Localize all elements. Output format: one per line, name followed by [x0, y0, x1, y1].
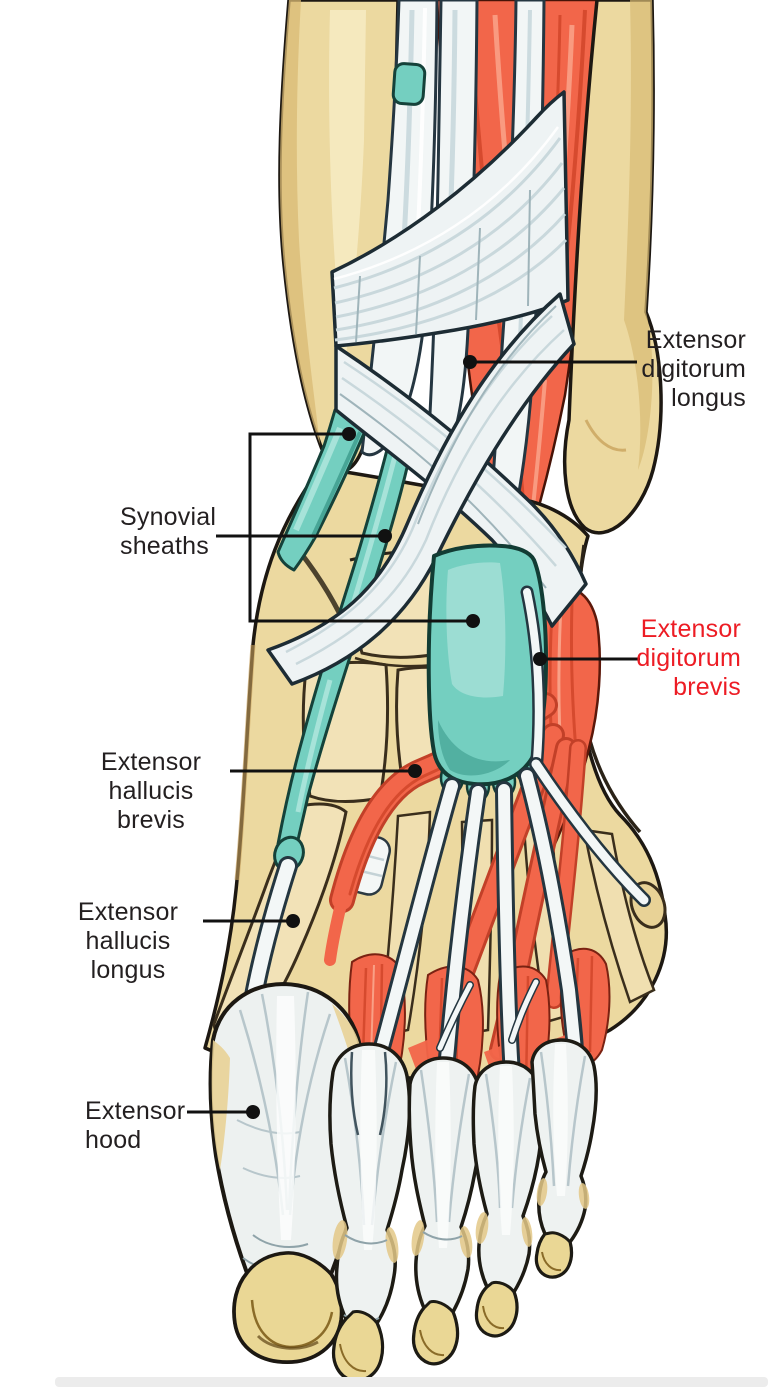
- label-extensor-hood: Extensor hood: [85, 1097, 185, 1155]
- bottom-edge-strip: [55, 1377, 768, 1387]
- fourth-toe: [471, 1060, 544, 1338]
- label-extensor-hallucis-brevis: Extensor hallucis brevis: [74, 748, 228, 835]
- label-line: hallucis longus: [85, 927, 171, 984]
- label-line: Extensor: [640, 615, 741, 643]
- label-line: Extensor: [77, 898, 179, 926]
- label-synovial-sheaths: Synovial sheaths: [120, 503, 216, 561]
- label-line: Extensor: [645, 326, 746, 354]
- leader-lines: [187, 355, 640, 1119]
- fibula-bone: [563, 0, 663, 535]
- label-line: digitorum: [641, 355, 746, 383]
- label-line: hood: [85, 1126, 142, 1154]
- label-line: hallucis brevis: [108, 777, 194, 834]
- superior-extensor-retinaculum: [330, 90, 570, 348]
- label-line: sheaths: [120, 532, 209, 560]
- fifth-toe: [530, 1038, 598, 1279]
- toes: [208, 982, 598, 1383]
- label-extensor-digitorum-brevis: Extensor digitorum brevis: [636, 615, 741, 702]
- synovial-sheath-edl-common: [426, 543, 548, 803]
- label-line: Synovial: [120, 503, 217, 531]
- label-line: brevis: [673, 673, 741, 701]
- label-extensor-digitorum-longus: Extensor digitorum longus: [641, 326, 746, 413]
- label-line: Extensor: [85, 1097, 186, 1125]
- second-toe: [328, 1042, 412, 1383]
- label-line: digitorum: [636, 644, 741, 672]
- label-extensor-hallucis-longus: Extensor hallucis longus: [48, 898, 208, 985]
- great-toe: [208, 982, 367, 1364]
- third-toe: [407, 1056, 483, 1366]
- tibialis-anterior-sheath-top: [391, 62, 427, 106]
- label-line: Extensor: [100, 748, 202, 776]
- label-line: longus: [671, 384, 746, 412]
